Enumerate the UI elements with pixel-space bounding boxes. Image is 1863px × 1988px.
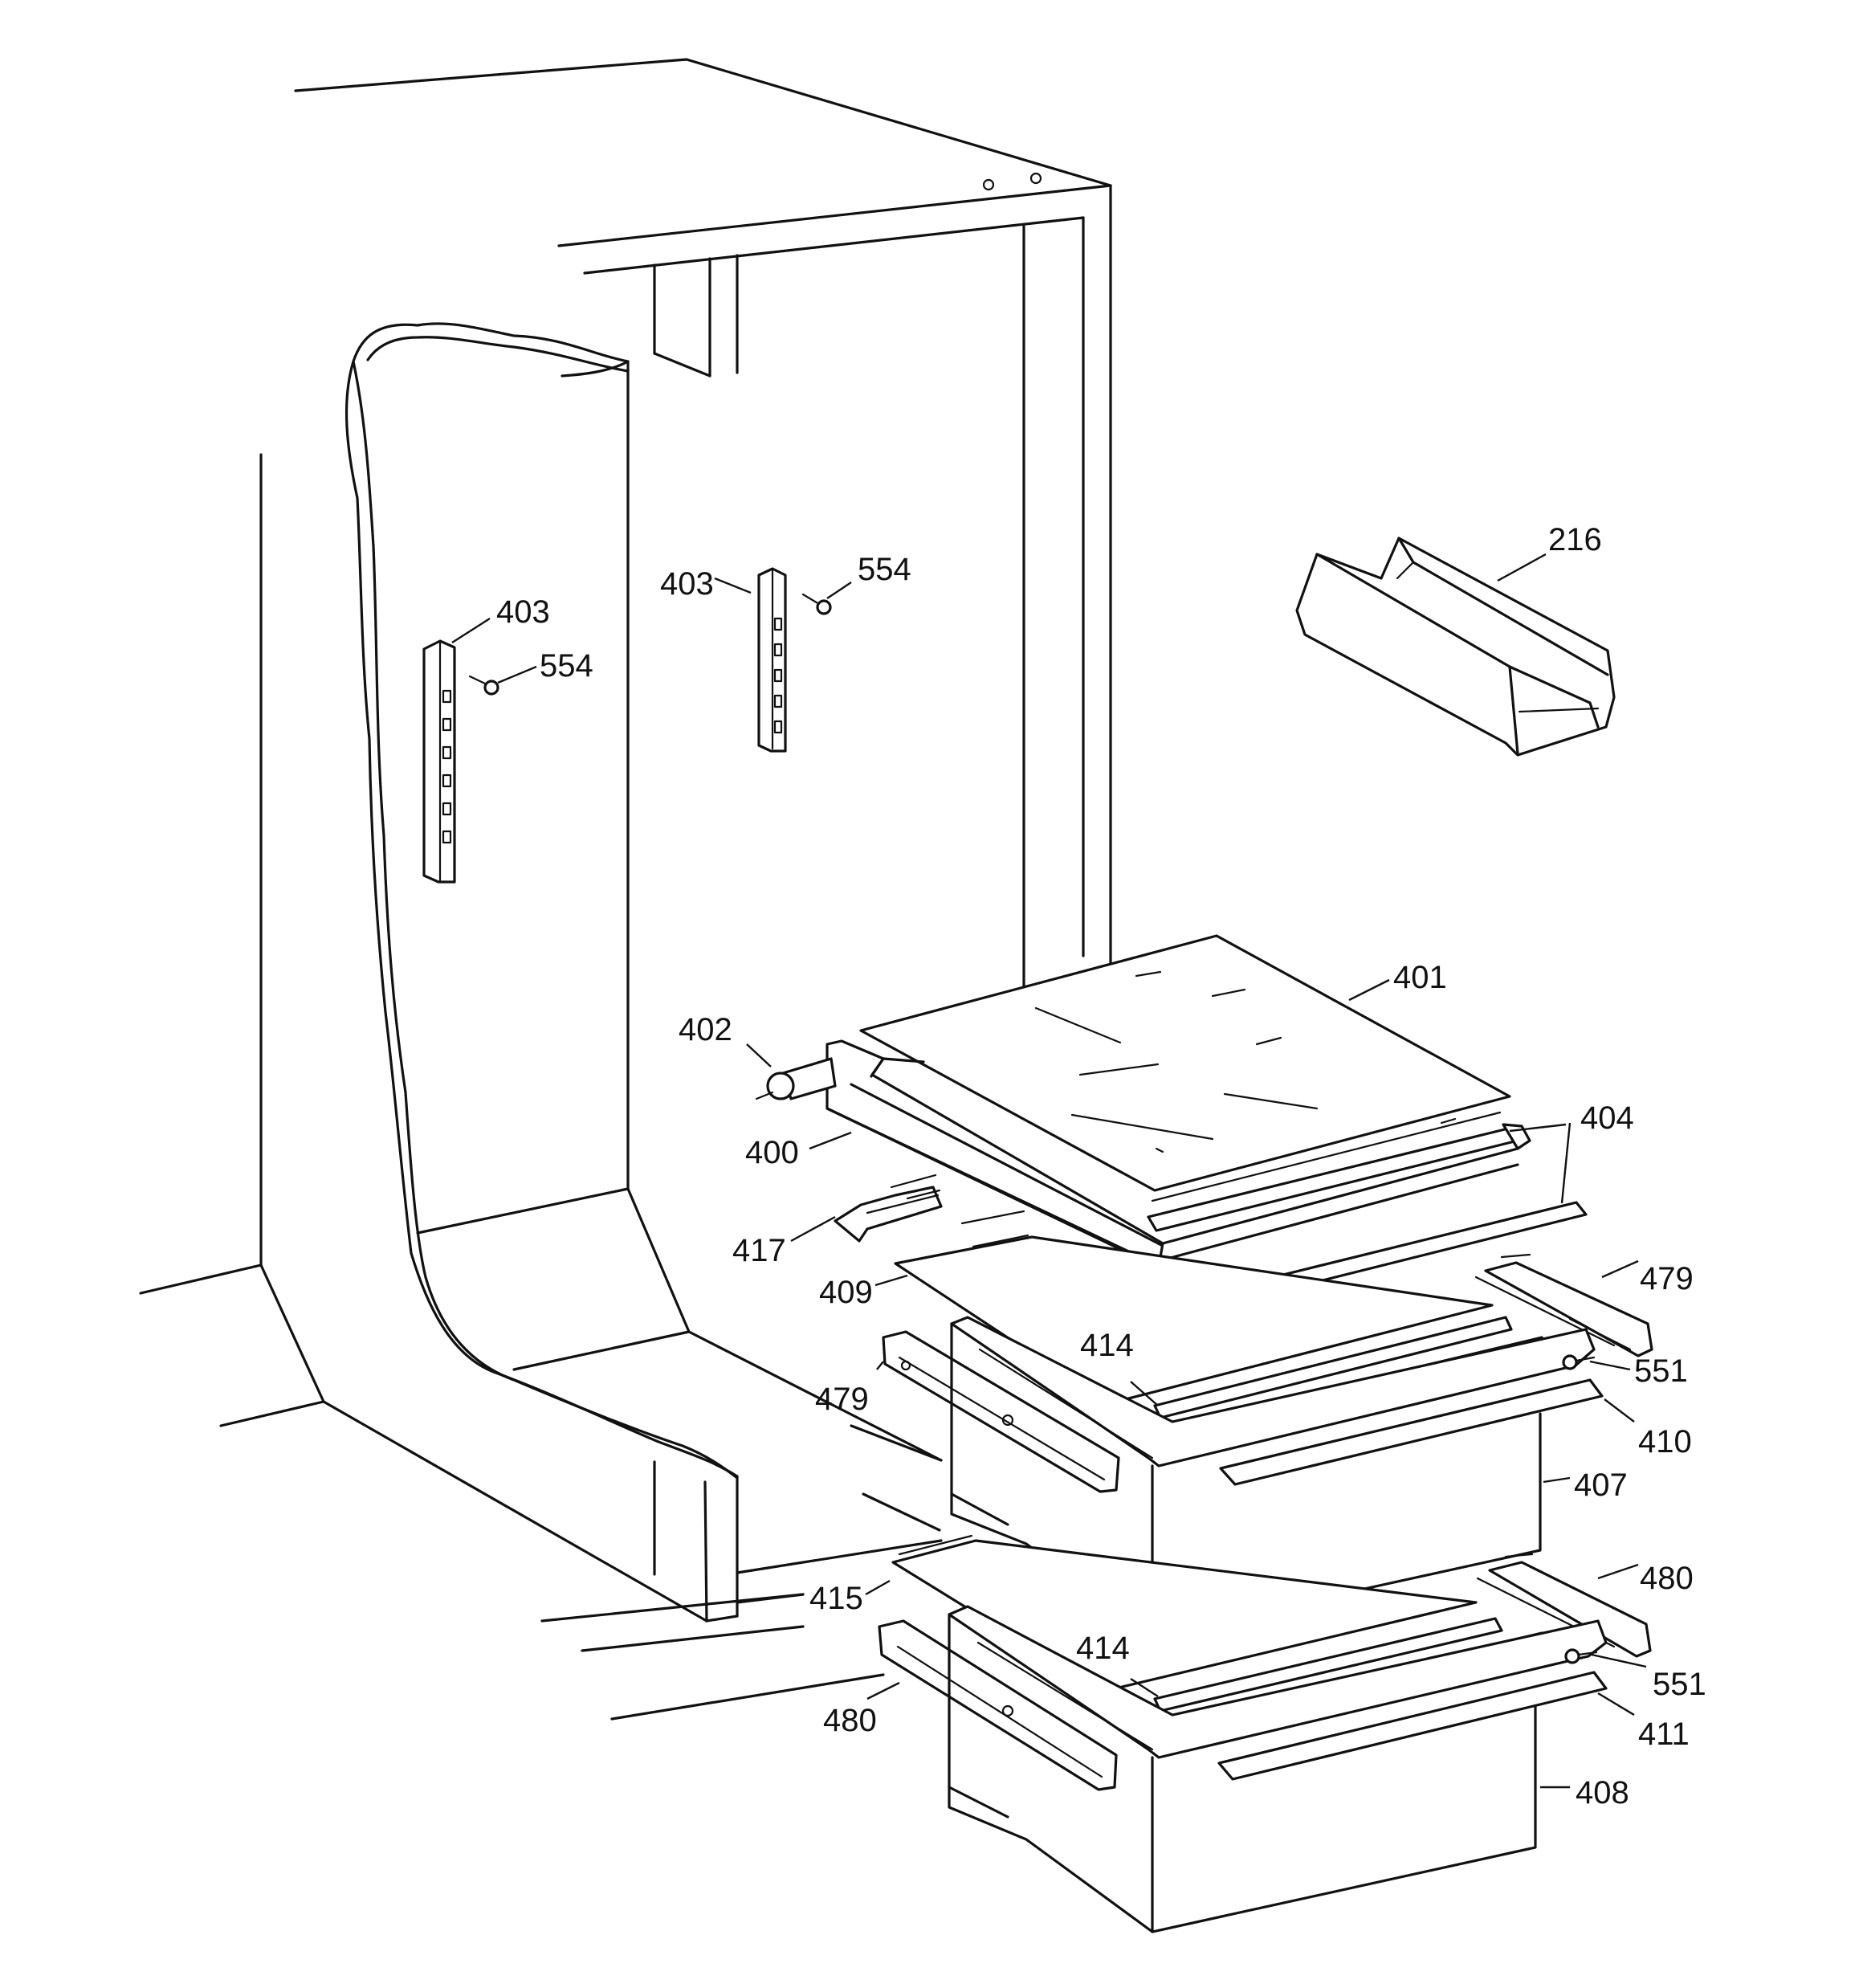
crisper-handle-411 bbox=[1217, 1671, 1608, 1781]
label-408: 408 bbox=[1576, 1775, 1629, 1810]
leader-lines bbox=[451, 553, 1647, 1789]
label-480-right: 480 bbox=[1640, 1561, 1694, 1596]
label-401: 401 bbox=[1393, 960, 1447, 995]
part-labels: 216 403 554 403 554 401 402 404 400 417 … bbox=[496, 522, 1706, 1810]
slide-479-left bbox=[882, 1330, 1120, 1493]
label-400: 400 bbox=[745, 1135, 799, 1170]
label-551-upper: 551 bbox=[1634, 1353, 1688, 1389]
label-551-lower: 551 bbox=[1653, 1667, 1706, 1702]
label-480-left: 480 bbox=[823, 1703, 877, 1738]
bin-216 bbox=[1295, 537, 1616, 757]
label-414-lower: 414 bbox=[1076, 1631, 1130, 1666]
shelf-ladder-right bbox=[757, 567, 787, 753]
trim-404-thin bbox=[1151, 1111, 1502, 1202]
label-409: 409 bbox=[819, 1275, 873, 1310]
slide-480-left bbox=[878, 1619, 1118, 1791]
label-411: 411 bbox=[1638, 1717, 1690, 1752]
label-403-right: 403 bbox=[660, 566, 714, 602]
screw-551-upper bbox=[1562, 1354, 1596, 1370]
label-407: 407 bbox=[1574, 1468, 1628, 1503]
label-415: 415 bbox=[809, 1581, 863, 1616]
label-216: 216 bbox=[1548, 522, 1602, 557]
shelf-support-402 bbox=[755, 1057, 837, 1100]
shelf-ladder-left bbox=[422, 639, 456, 884]
label-554-right: 554 bbox=[858, 552, 911, 587]
label-554-left: 554 bbox=[540, 648, 593, 684]
label-403-left: 403 bbox=[496, 594, 550, 630]
slide-479-right bbox=[1474, 1253, 1653, 1357]
label-479-right: 479 bbox=[1640, 1261, 1694, 1296]
bracket-417 bbox=[834, 1174, 943, 1243]
label-414-upper: 414 bbox=[1080, 1328, 1134, 1363]
label-404: 404 bbox=[1580, 1100, 1634, 1136]
label-479-left: 479 bbox=[815, 1382, 869, 1417]
crisper-drawer-408 bbox=[948, 1605, 1608, 1933]
screw-554-right bbox=[801, 593, 832, 615]
screw-551-lower bbox=[1564, 1648, 1598, 1664]
cabinet bbox=[139, 58, 1112, 1721]
label-402: 402 bbox=[679, 1012, 732, 1047]
label-410: 410 bbox=[1638, 1424, 1692, 1459]
glass-shelf-401 bbox=[859, 934, 1511, 1192]
label-417: 417 bbox=[732, 1233, 786, 1268]
shelf-frame-400 bbox=[826, 1039, 1519, 1264]
screw-554-left bbox=[468, 675, 499, 696]
crisper-handle-410 bbox=[1219, 1378, 1604, 1486]
